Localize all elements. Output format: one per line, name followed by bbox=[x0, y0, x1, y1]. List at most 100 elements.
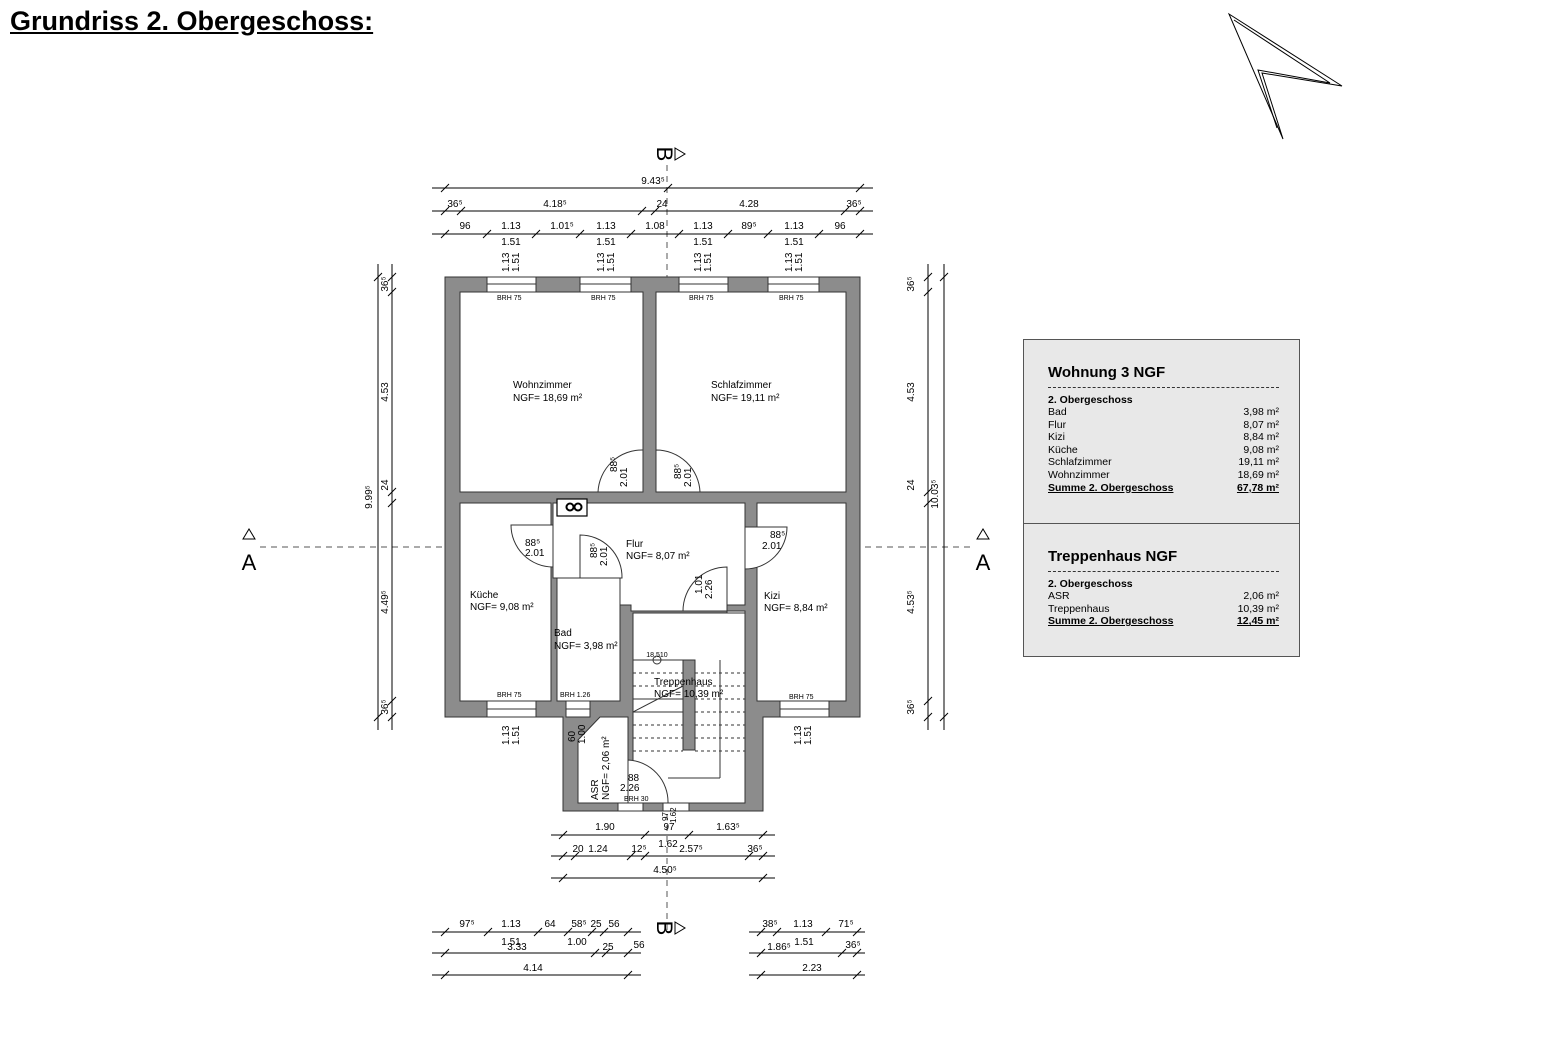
room-name-kueche: Küche bbox=[470, 590, 499, 601]
dim-window: 1.51 bbox=[511, 252, 522, 272]
dim-top: 1.51 bbox=[596, 237, 616, 248]
section-label-a-right: A bbox=[976, 550, 991, 575]
dim-right: 24 bbox=[906, 479, 917, 491]
dim-bottom-right: 36⁵ bbox=[845, 940, 860, 951]
legend-key: Flur bbox=[1048, 418, 1067, 431]
door-dim: 2.01 bbox=[619, 467, 630, 487]
dimension-text-right: 10.03⁵ 36⁵ 4.53 24 4.53⁵ 36⁵ bbox=[906, 276, 941, 714]
door-dim: 2.01 bbox=[683, 467, 694, 487]
legend-value: 9,08 m² bbox=[1243, 443, 1279, 456]
dim-top: 1.51 bbox=[501, 237, 521, 248]
legend-row: Flur 8,07 m² bbox=[1048, 419, 1279, 432]
dim-bottom: 20 bbox=[572, 844, 584, 855]
brh-label: BRH 1.26 bbox=[560, 692, 590, 699]
door-dim: 60 bbox=[567, 730, 578, 742]
dim-bottom-left: 25 bbox=[590, 919, 602, 930]
legend-sum-key: Summe 2. Obergeschoss bbox=[1048, 481, 1174, 494]
dim-bottom: 4.50⁵ bbox=[653, 865, 677, 876]
legend-sum-value: 12,45 m² bbox=[1236, 615, 1279, 628]
door-dim: 88⁵ bbox=[770, 530, 785, 541]
door-dim: 88⁵ bbox=[589, 543, 600, 558]
dim-bottom: 2.57⁵ bbox=[679, 844, 703, 855]
legend-value: 8,07 m² bbox=[1243, 418, 1279, 431]
room-area-kueche: NGF= 9,08 m² bbox=[470, 602, 534, 613]
dim-bottom-left: 97⁵ bbox=[459, 919, 474, 930]
dimension-ticks bbox=[373, 183, 949, 980]
dim-top: 1.51 bbox=[693, 237, 713, 248]
dim-bottom: 97 bbox=[663, 822, 675, 833]
legend-value: 3,98 m² bbox=[1243, 406, 1279, 418]
dim-left: 4.49⁵ bbox=[380, 590, 391, 614]
room-name-flur: Flur bbox=[626, 539, 644, 550]
section-label-b-top: B bbox=[652, 147, 677, 162]
door-dim: 88⁵ bbox=[673, 464, 684, 479]
dim-top: 96 bbox=[459, 221, 471, 232]
legend-divider bbox=[1048, 571, 1279, 572]
legend-sum-value: 67,78 m² bbox=[1236, 481, 1279, 494]
brh-label: BRH 75 bbox=[689, 295, 714, 302]
dim-right: 4.53 bbox=[906, 382, 917, 402]
dim-top-overall: 9.43⁵ bbox=[641, 176, 665, 187]
brh-label: BRH 75 bbox=[497, 295, 522, 302]
dim-top: 1.13 bbox=[784, 221, 804, 232]
section-label-a-left: A bbox=[242, 550, 257, 575]
dim-window: 1.13 bbox=[693, 252, 704, 272]
dim-bottom: 1.63⁵ bbox=[716, 822, 740, 833]
legend-key: Kizi bbox=[1048, 431, 1065, 444]
legend-value: 18,69 m² bbox=[1237, 468, 1279, 481]
dim-bottom-right: 71⁵ bbox=[838, 919, 853, 930]
door-dim: 88⁵ bbox=[609, 457, 620, 472]
section-markers bbox=[242, 147, 990, 935]
dim-bottom-left: 64 bbox=[544, 919, 556, 930]
dim-top: 4.28 bbox=[739, 199, 759, 210]
room-area-asr: NGF= 2,06 m² bbox=[601, 736, 612, 800]
room-area-treppenhaus: NGF= 10,39 m² bbox=[654, 689, 724, 700]
dim-top: 1.13 bbox=[501, 221, 521, 232]
dim-bottom-right: 1.86⁵ bbox=[767, 942, 791, 953]
dim-top: 36⁵ bbox=[846, 199, 861, 210]
dimension-text-windows: 1.13 1.51 1.13 1.51 1.13 1.51 1.13 1.51 … bbox=[501, 252, 814, 745]
door-dim: 1.62 bbox=[669, 807, 678, 823]
brh-label: BRH 75 bbox=[789, 694, 814, 701]
dim-bottom-left: 1.00 bbox=[567, 937, 587, 948]
dim-bottom-right: 1.13 bbox=[793, 919, 813, 930]
legend-value: 8,84 m² bbox=[1243, 431, 1279, 444]
dim-window: 1.13 bbox=[784, 252, 795, 272]
dim-bottom-left: 25 bbox=[602, 942, 614, 953]
dim-bottom-right: 2.23 bbox=[802, 963, 822, 974]
dim-left: 4.53 bbox=[380, 382, 391, 402]
brh-label: BRH 75 bbox=[591, 295, 616, 302]
dim-bottom-left: 4.14 bbox=[523, 963, 543, 974]
door-dim: 1.00 bbox=[577, 724, 588, 744]
dim-left: 36⁵ bbox=[380, 276, 391, 291]
staircase bbox=[632, 655, 745, 779]
dim-bottom-right: 38⁵ bbox=[762, 919, 777, 930]
door-dim: 97 bbox=[661, 812, 670, 821]
door-dim: 2.26 bbox=[704, 579, 715, 599]
door-dimensions: 88⁵ 2.01 88⁵ 2.01 88⁵ 2.01 88⁵ 2.01 88⁵ … bbox=[525, 457, 785, 823]
dim-window: 1.51 bbox=[794, 252, 805, 272]
stair-level: 18,510 bbox=[646, 652, 668, 659]
dim-top: 96 bbox=[834, 221, 846, 232]
dim-window: 1.13 bbox=[596, 252, 607, 272]
room-area-bad: NGF= 3,98 m² bbox=[554, 641, 618, 652]
door-dim: 88 bbox=[628, 773, 640, 784]
dim-bottom-left: 58⁵ bbox=[571, 919, 586, 930]
legend-title: Wohnung 3 NGF bbox=[1048, 364, 1166, 381]
room-name-schlafzimmer: Schlafzimmer bbox=[711, 380, 772, 391]
dim-bottom-left: 1.13 bbox=[501, 919, 521, 930]
room-name-kizi: Kizi bbox=[764, 591, 780, 602]
plan-title: Grundriss 2. Obergeschoss: bbox=[10, 6, 374, 36]
legend-subtitle: 2. Obergeschoss bbox=[1048, 394, 1133, 406]
doors bbox=[510, 449, 788, 804]
room-name-wohnzimmer: Wohnzimmer bbox=[513, 380, 572, 391]
door-dim: 2.26 bbox=[620, 783, 640, 794]
room-name-treppenhaus: Treppenhaus bbox=[654, 677, 713, 688]
brh-label: BRH 30 bbox=[624, 796, 649, 803]
